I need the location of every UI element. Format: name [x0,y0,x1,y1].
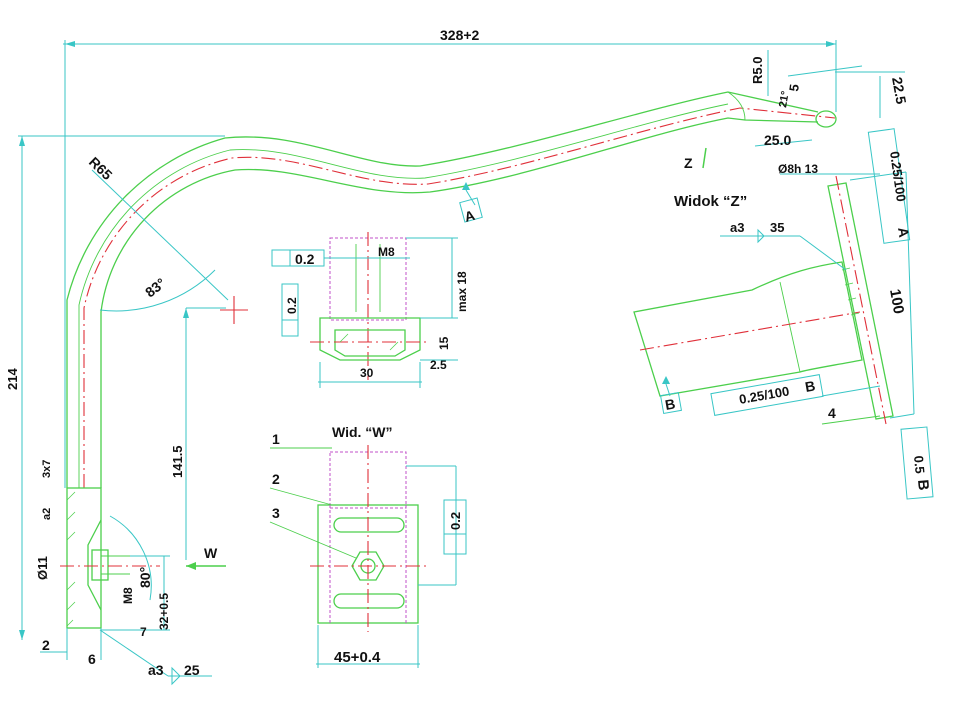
tol-vert: 0.2 [285,297,299,314]
dim-7: 7 [140,625,147,639]
dim-d11: Ø11 [35,556,50,580]
tol-a: 0.25/100 [887,150,909,202]
dim-2: 2 [42,637,50,653]
dim-ang21: 21° [777,90,792,108]
dim-r5: R5.0 [750,57,765,84]
label-3: 3 [272,505,280,521]
dim-ang80: 80° [137,567,153,588]
detail-w-title: Wid. “W” [332,424,393,440]
dim-height-214: 214 [5,135,225,640]
base-plate: a2 3x7 Ø11 M8 80° 32+0.5 7 2 6 a3 25 [35,460,212,686]
bent-rod [66,91,837,488]
marker-b-left: B [664,395,677,413]
dim-6: 6 [88,651,96,667]
dim-100: 100 [886,288,907,316]
dim-max18: max 18 [455,271,469,312]
tol-a-ref: A [895,226,912,238]
view-arrow-z: Z [684,147,707,171]
weld-25-base: 25 [184,662,200,678]
tol-b-ref: B [804,377,817,395]
dim-25: 25.0 [764,132,791,148]
view-arrow-w: W [186,545,226,570]
view-z-title: Widok “Z” [674,193,747,210]
label-1: 1 [272,431,280,447]
tol-05-ref: B [914,479,932,491]
dim-m8-top: M8 [378,245,395,259]
dim-5: 5 [786,83,802,92]
marker-w: W [204,545,218,561]
marker-z: Z [684,155,693,171]
dim-45: 45+0.4 [334,649,381,666]
dim-m8-base: M8 [121,587,135,604]
dim-overall-width: 328+2 [63,27,837,488]
dim-141-5: 141.5 [170,445,185,478]
dim-2-5: 2.5 [430,358,447,372]
dim-15: 15 [437,336,451,350]
weld-a2: a2 [41,508,53,520]
dim-ang83: 83° [142,275,169,301]
tol-top: 0.2 [295,251,315,267]
dim-22-5: 22.5 [889,76,910,106]
marker-a: A [463,207,477,225]
dim-overall-width-label: 328+2 [440,27,480,43]
weld-a3-z: a3 [730,220,744,235]
dim-r65: R65 [86,154,116,183]
dim-d8h13: Ø8h 13 [778,162,818,176]
tol-05: 0.5 [911,455,928,474]
weld-a3-base: a3 [148,662,164,678]
label-4: 4 [828,405,836,421]
detail-view-z: Widok “Z” Ø8h 13 a3 35 100 B 0.25/100 B … [633,128,934,500]
dim-3x7: 3x7 [41,460,53,478]
reference-cross: 141.5 [170,296,248,560]
label-2: 2 [272,471,280,487]
tol-w: 0.2 [448,512,463,530]
dim-214-label: 214 [5,368,20,390]
datum-a: A [459,182,483,225]
dim-30: 30 [360,366,374,380]
detail-nut-section: 0.2 M8 0.2 max 18 15 30 2.5 [271,232,469,388]
detail-view-w: Wid. “W” 1 2 3 0.2 45+0.4 [269,424,467,668]
weld-35-z: 35 [770,220,784,235]
dims-rod-end: R5.0 5 21° 25.0 22.5 [750,50,910,148]
dim-32: 32+0.5 [157,593,171,630]
